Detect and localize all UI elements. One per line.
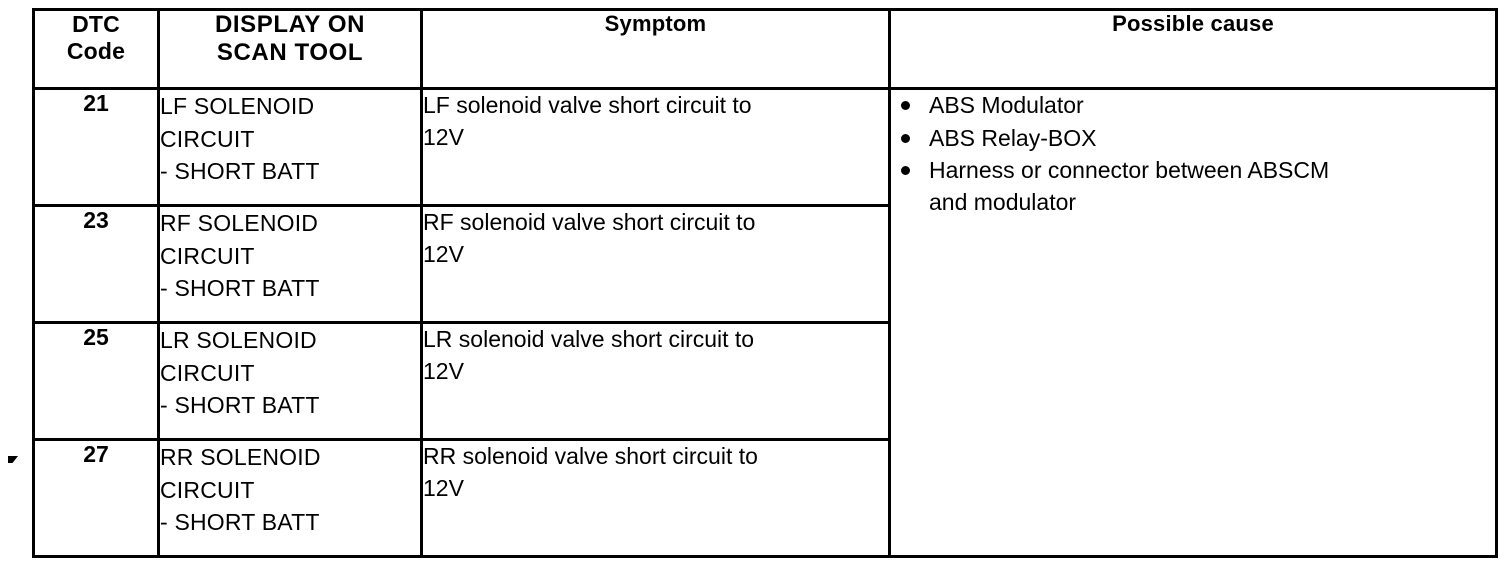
symptom-line1: RR solenoid valve short circuit to: [423, 443, 758, 469]
bullet-icon: [901, 166, 910, 176]
display-line3: - SHORT BATT: [160, 392, 320, 419]
cell-dtc-code: 25: [32, 321, 160, 441]
symptom-line1: LR solenoid valve short circuit to: [423, 326, 755, 352]
column-header-possible-cause: Possible cause: [888, 8, 1498, 90]
display-line1: LF SOLENOID: [160, 93, 315, 119]
display-line2: CIRCUIT: [160, 359, 255, 386]
cell-display-on-scan-tool: RF SOLENOID CIRCUIT - SHORT BATT: [157, 204, 423, 324]
cause-text-line1: ABS Relay-BOX: [929, 124, 1097, 151]
column-header-display-line1: DISPLAY ON: [214, 11, 366, 38]
column-header-dtc-code-line2: Code: [66, 37, 126, 64]
table-row: 27 RR SOLENOID CIRCUIT - SHORT BATT RR s…: [32, 438, 1497, 558]
cell-dtc-code: 27: [32, 438, 160, 558]
table-header-row: DTC Code DISPLAY ON SCAN TOOL Symptom Po…: [32, 8, 1498, 90]
cell-symptom: RF solenoid valve short circuit to 12V: [420, 204, 891, 324]
symptom-line2: 12V: [423, 123, 464, 150]
dtc-table: DTC Code DISPLAY ON SCAN TOOL Symptom Po…: [32, 8, 1498, 558]
display-line1: LR SOLENOID: [160, 327, 317, 353]
scan-artifact-speck: [8, 456, 18, 463]
cause-text-line1: ABS Modulator: [929, 92, 1084, 118]
cell-display-on-scan-tool: LR SOLENOID CIRCUIT - SHORT BATT: [157, 321, 423, 441]
cell-symptom: LF solenoid valve short circuit to 12V: [420, 87, 891, 207]
bullet-icon: [901, 101, 910, 110]
cell-dtc-code: 23: [32, 204, 160, 324]
display-line2: CIRCUIT: [160, 242, 255, 269]
column-header-display-on-scan-tool: DISPLAY ON SCAN TOOL: [157, 8, 423, 90]
cause-text-line2: and modulator: [929, 189, 1077, 216]
cell-display-on-scan-tool: RR SOLENOID CIRCUIT - SHORT BATT: [157, 438, 423, 558]
symptom-line2: 12V: [423, 357, 464, 384]
column-header-symptom: Symptom: [420, 8, 891, 90]
symptom-line2: 12V: [423, 474, 464, 501]
column-header-display-line2: SCAN TOOL: [216, 38, 364, 66]
display-line2: CIRCUIT: [160, 476, 255, 503]
bullet-icon: [901, 133, 910, 143]
display-line1: RR SOLENOID: [160, 444, 321, 470]
cell-display-on-scan-tool: LF SOLENOID CIRCUIT - SHORT BATT: [157, 87, 423, 207]
symptom-line1: LF solenoid valve short circuit to: [423, 92, 752, 118]
cell-symptom: RR solenoid valve short circuit to 12V: [420, 438, 891, 558]
cell-dtc-code: 21: [32, 87, 160, 207]
table-row: 25 LR SOLENOID CIRCUIT - SHORT BATT LR s…: [32, 321, 1497, 441]
display-line3: - SHORT BATT: [160, 275, 320, 302]
list-item: ABS Relay-BOX: [891, 123, 1495, 155]
display-line3: - SHORT BATT: [160, 158, 320, 185]
possible-cause-list: ABS Modulator ABS Relay-BOX Harness or c…: [891, 90, 1495, 219]
symptom-line1: RF solenoid valve short circuit to: [423, 209, 756, 235]
symptom-line2: 12V: [423, 240, 464, 267]
cell-symptom: LR solenoid valve short circuit to 12V: [420, 321, 891, 441]
list-item: ABS Modulator: [891, 90, 1495, 122]
display-line1: RF SOLENOID: [160, 210, 319, 236]
cause-text-line1: Harness or connector between ABSCM: [929, 157, 1330, 184]
table-row: 23 RF SOLENOID CIRCUIT - SHORT BATT RF s…: [32, 204, 1497, 324]
display-line3: - SHORT BATT: [160, 509, 320, 536]
display-line2: CIRCUIT: [160, 125, 255, 152]
table-row: 21 LF SOLENOID CIRCUIT - SHORT BATT LF s…: [32, 87, 1498, 558]
cell-possible-cause: ABS Modulator ABS Relay-BOX Harness or c…: [888, 87, 1498, 558]
column-header-dtc-code-line1: DTC: [72, 11, 120, 37]
list-item: Harness or connector between ABSCM and m…: [891, 155, 1495, 218]
column-header-dtc-code: DTC Code: [32, 8, 160, 90]
